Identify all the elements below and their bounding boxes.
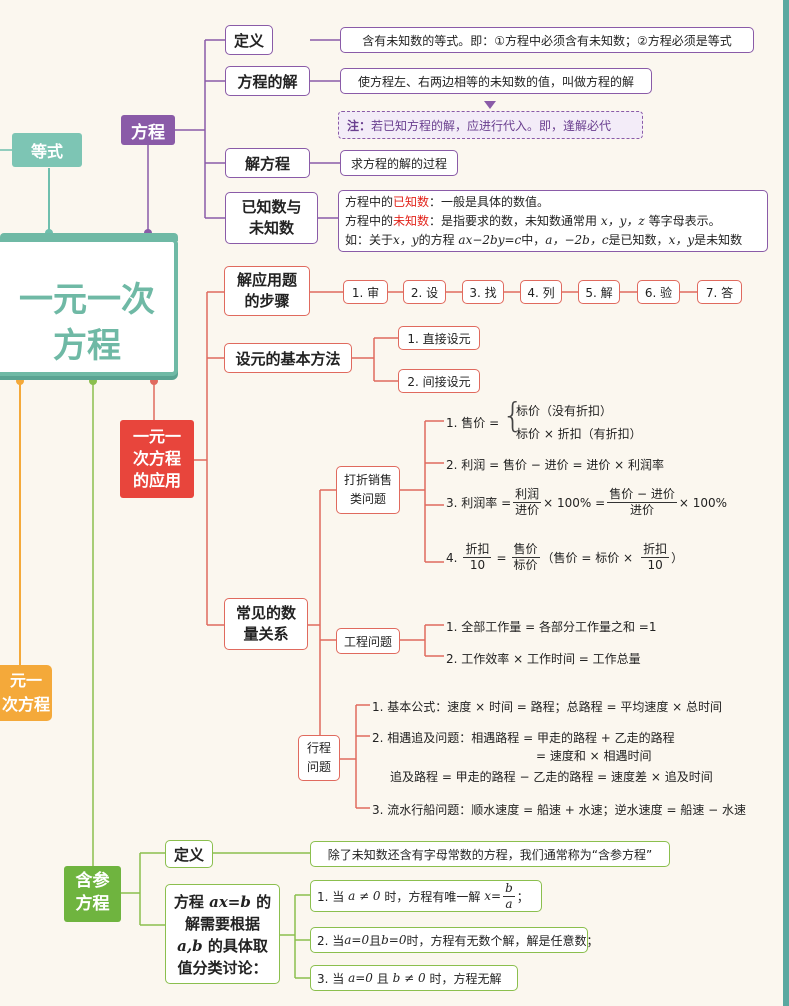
steps-label-line1: 解应用题 xyxy=(236,271,297,289)
discount-item-1b: 标价 × 折扣（有折扣） xyxy=(516,427,642,441)
travel-item-2b: = 速度和 × 相遇时间 xyxy=(536,749,652,763)
step-6: 6. 验 xyxy=(637,280,680,304)
note-prefix: 注： xyxy=(347,118,372,133)
step-3: 3. 找 xyxy=(462,280,504,304)
bottom-orange-line1: 元一 xyxy=(9,671,42,690)
step-4: 4. 列 xyxy=(520,280,562,304)
step-2: 2. 设 xyxy=(403,280,446,304)
application-line3: 的应用 xyxy=(132,471,181,490)
param-definition-text: 除了未知数还含有字母常数的方程，我们通常称为“含参方程” xyxy=(310,841,670,867)
travel-item-2a: 2. 相遇追及问题：相遇路程 = 甲走的路程 + 乙走的路程 xyxy=(372,731,675,745)
solution-label: 方程的解 xyxy=(225,66,310,96)
discount-line2: 类问题 xyxy=(349,492,386,506)
step-5: 5. 解 xyxy=(578,280,620,304)
indirect-variable: 2. 间接设元 xyxy=(398,369,480,393)
known-label-line2: 未知数 xyxy=(248,219,294,237)
known-line2: 方程中的未知数：是指要求的数，未知数通常用 x，y，z 等字母表示。 xyxy=(345,214,721,228)
param-line1: 含参 xyxy=(75,871,110,891)
travel-line2: 问题 xyxy=(306,760,331,774)
main-title-card: 一元一次 方程 xyxy=(0,233,178,376)
definition-text: 含有未知数的等式。即：①方程中必须含有未知数；②方程必须是等式 xyxy=(340,27,754,53)
travel-item-1: 1. 基本公式：速度 × 时间 = 路程；总路程 = 平均速度 × 总时间 xyxy=(372,700,723,714)
fangcheng-node: 方程 xyxy=(121,115,175,145)
bottom-orange-line2: 次方程 xyxy=(1,695,50,714)
travel-label: 行程 问题 xyxy=(298,735,340,781)
relations-line2: 量关系 xyxy=(243,625,289,643)
param-case-3: 3. 当 a=0 且 b ≠ 0 时，方程无解 xyxy=(310,965,518,991)
param-line2: 方程 xyxy=(75,894,110,914)
note-box: 注： 若已知方程的解，应进行代入。即，逢解必代 xyxy=(338,111,643,139)
discount-item-2: 2. 利润 = 售价 − 进价 = 进价 × 利润率 xyxy=(446,458,664,472)
known-line1: 方程中的已知数：一般是具体的数值。 xyxy=(345,195,550,209)
travel-item-2c: 追及路程 = 甲走的路程 − 乙走的路程 = 速度差 × 追及时间 xyxy=(390,770,713,784)
known-line3: 如：关于x，y的方程 ax−2by=c中，a，−2b，c是已知数，x，y是未知数 xyxy=(345,233,743,247)
steps-label-line2: 的步骤 xyxy=(244,292,290,310)
param-disc-line1: 方程 ax=b 的 xyxy=(173,893,272,911)
discount-item-1a: 标价（没有折扣） xyxy=(516,404,613,418)
known-unknown-text: 方程中的已知数：一般是具体的数值。 方程中的未知数：是指要求的数，未知数通常用 … xyxy=(338,190,768,252)
work-item-1: 1. 全部工作量 = 各部分工作量之和 =1 xyxy=(446,620,657,634)
discount-label: 打折销售 类问题 xyxy=(336,466,400,514)
param-node: 含参 方程 xyxy=(64,866,121,922)
solve-text: 求方程的解的过程 xyxy=(340,150,458,176)
discount-item-3: 3. 利润率 = 利润进价 × 100% = 售价 − 进价进价 × 100% xyxy=(446,487,728,517)
relations-label: 常见的数 量关系 xyxy=(224,598,308,650)
work-label: 工程问题 xyxy=(336,628,400,654)
step-7: 7. 答 xyxy=(697,280,742,304)
note-text: 若已知方程的解，应进行代入。即，逢解必代 xyxy=(371,118,612,133)
relations-line1: 常见的数 xyxy=(235,604,296,622)
work-item-2: 2. 工作效率 × 工作时间 = 工作总量 xyxy=(446,652,641,666)
param-disc-line3: a,b 的具体取 xyxy=(177,937,268,955)
discount-item-1-prefix: 1. 售价 = xyxy=(446,416,500,430)
direct-variable: 1. 直接设元 xyxy=(398,326,480,350)
param-definition-label: 定义 xyxy=(165,840,213,868)
solve-label: 解方程 xyxy=(225,148,310,178)
known-label-line1: 已知数与 xyxy=(241,198,302,216)
application-line1: 一元一 xyxy=(132,427,181,446)
equation-label: 等式 xyxy=(12,133,82,167)
main-title-line2: 方程 xyxy=(53,326,121,366)
step-1: 1. 审 xyxy=(343,280,388,304)
definition-label: 定义 xyxy=(225,25,273,55)
application-line2: 次方程 xyxy=(132,449,181,468)
param-disc-line2: 解需要根据 xyxy=(184,915,260,933)
param-disc-line4: 值分类讨论： xyxy=(177,959,268,977)
travel-item-3: 3. 流水行船问题：顺水速度 = 船速 + 水速；逆水速度 = 船速 − 水速 xyxy=(372,803,747,817)
application-node: 一元一 次方程 的应用 xyxy=(120,420,194,498)
variable-method-label: 设元的基本方法 xyxy=(224,343,352,373)
travel-line1: 行程 xyxy=(306,741,331,755)
known-unknown-label: 已知数与 未知数 xyxy=(225,192,318,244)
main-title-line1: 一元一次 xyxy=(19,280,155,320)
steps-label: 解应用题 的步骤 xyxy=(224,266,310,316)
bottom-orange-label: 元一 次方程 xyxy=(0,665,52,721)
solution-text: 使方程左、右两边相等的未知数的值，叫做方程的解 xyxy=(340,68,652,94)
discount-line1: 打折销售 xyxy=(343,473,392,487)
param-discussion-label: 方程 ax=b 的 解需要根据 a,b 的具体取 值分类讨论： xyxy=(165,884,280,984)
discount-brace: { xyxy=(502,396,524,436)
